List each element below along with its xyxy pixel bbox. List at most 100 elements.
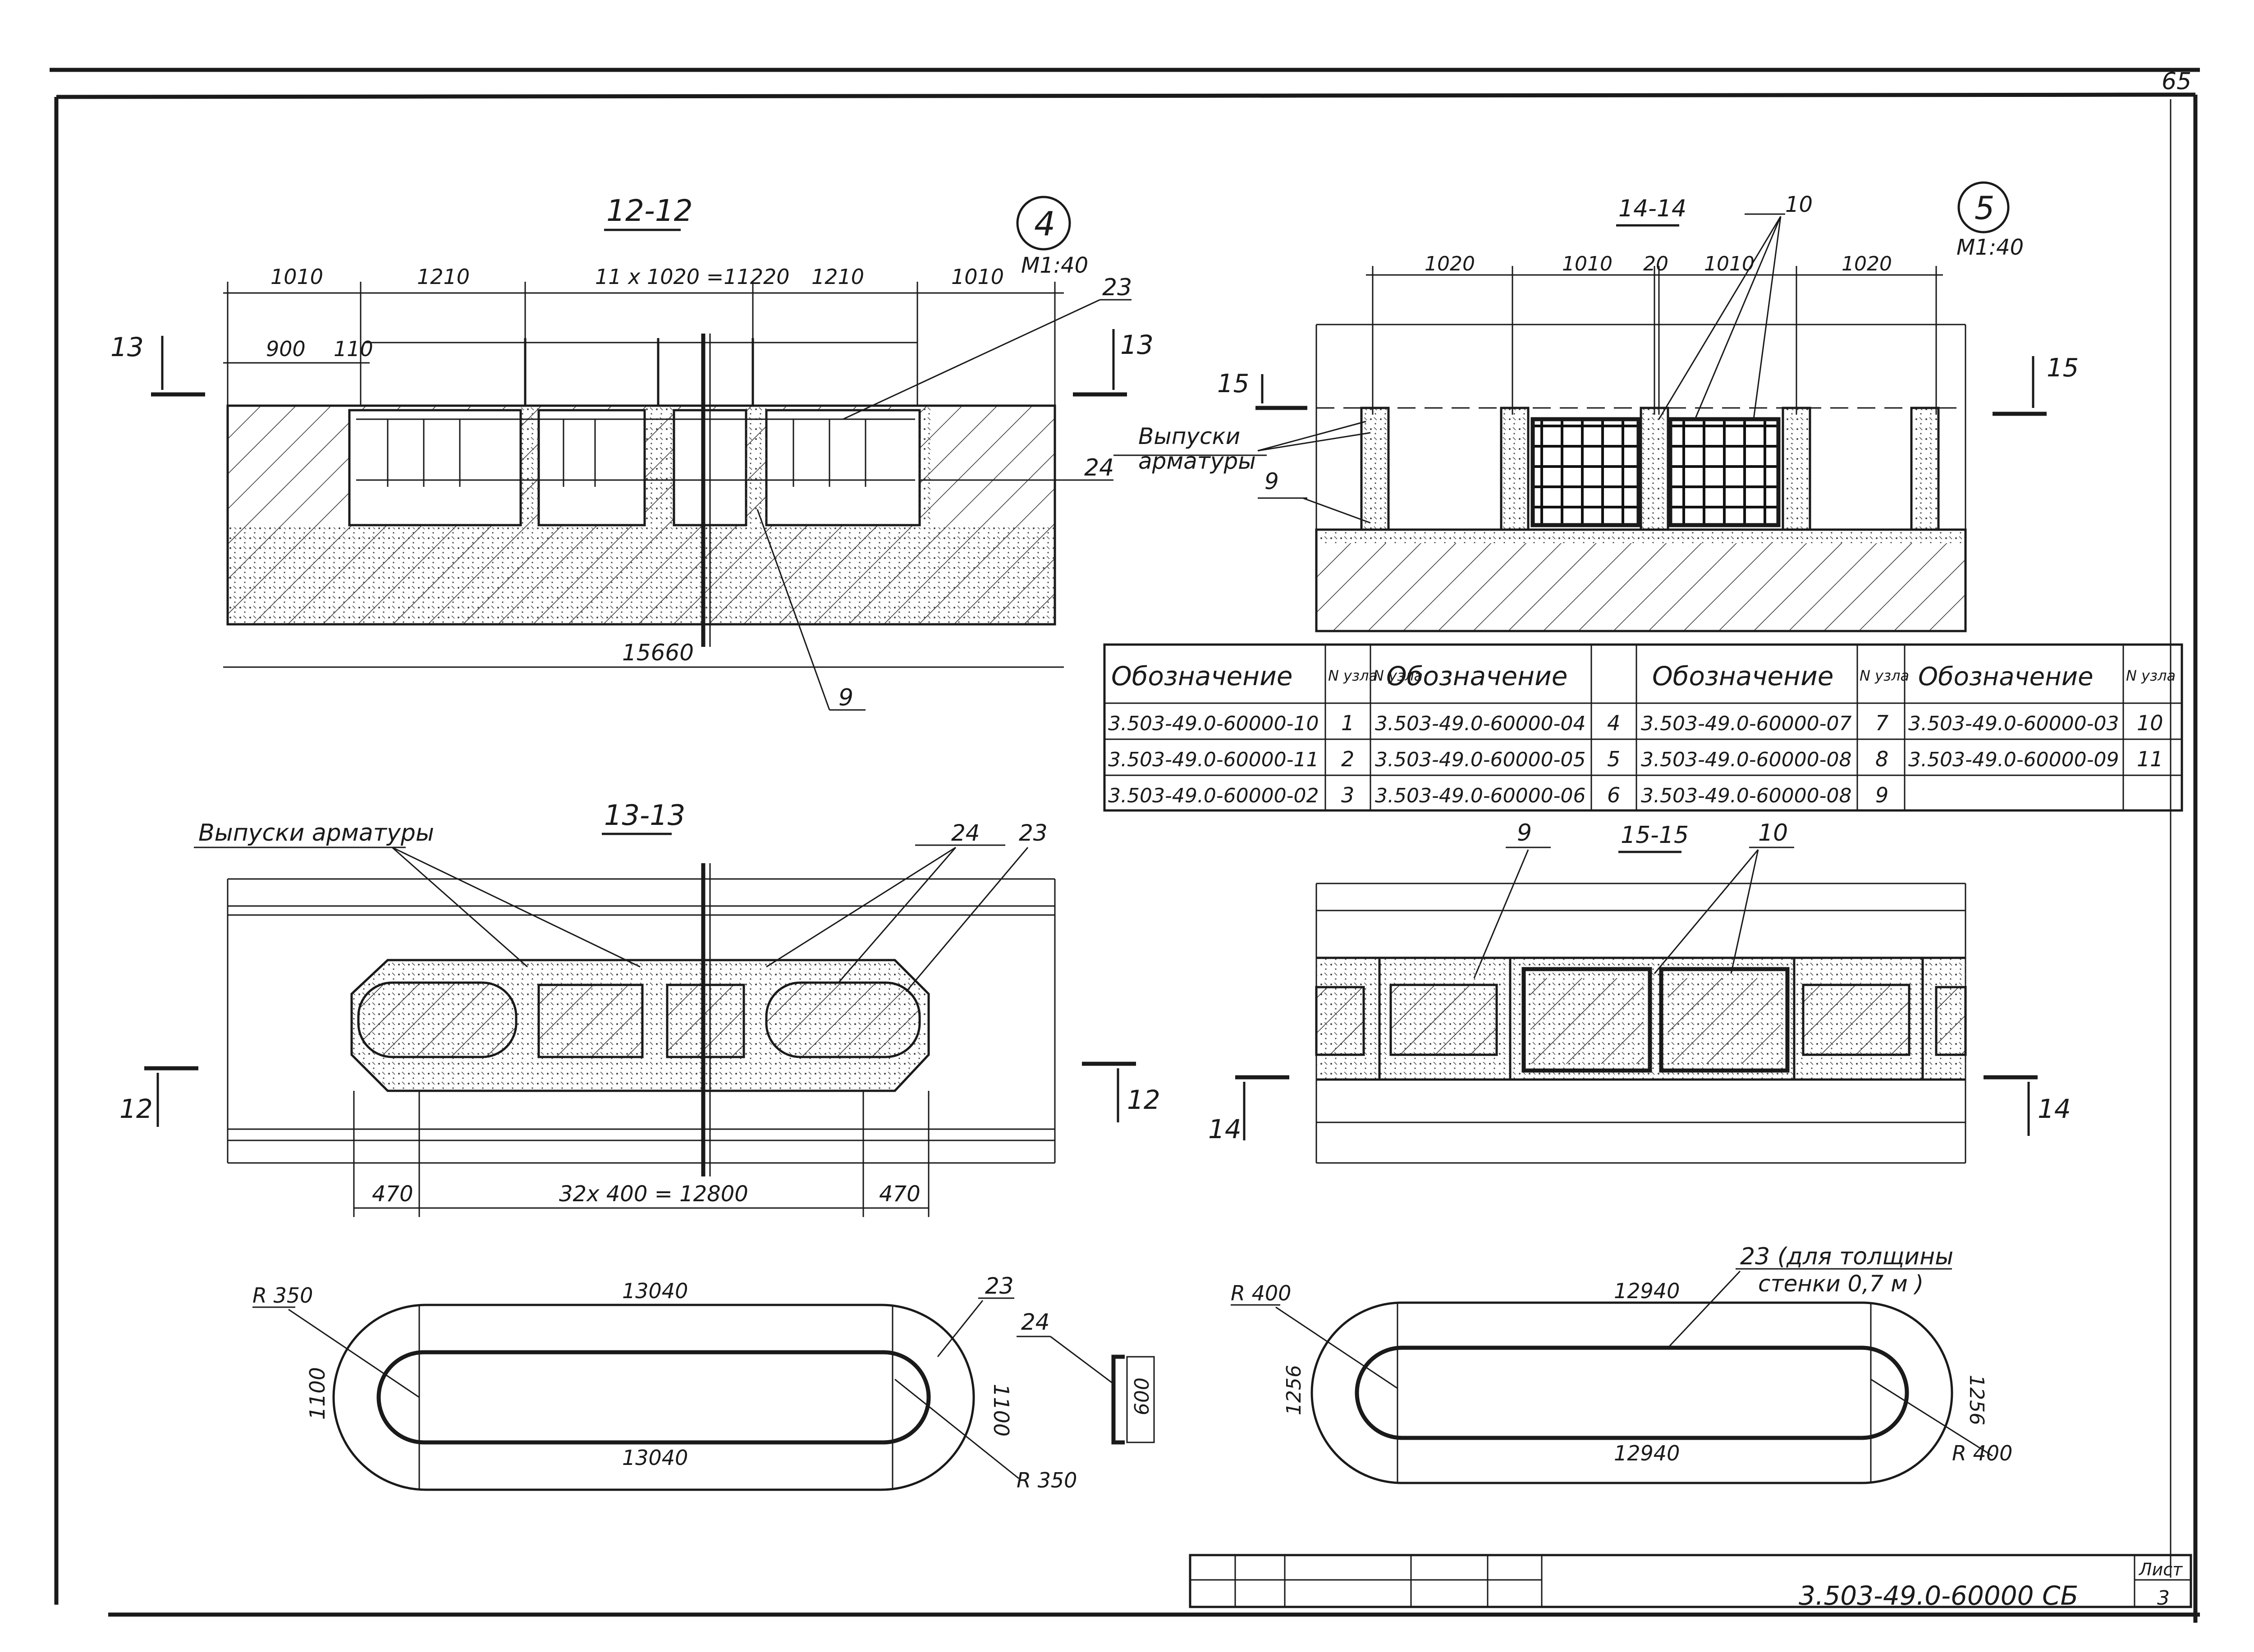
dim-top-5: 1010: [951, 265, 1004, 289]
title-block: 3.503-49.0-60000 СБ Лист 3: [1189, 1554, 2192, 1611]
dim-top-3: 20: [1643, 252, 1668, 275]
section-12-12: 12-12 4 М1:40 1010 1210 11 х 1020 =11220…: [110, 193, 1154, 711]
callout-23: 23: [985, 1273, 1014, 1299]
section-title: 14-14: [1618, 195, 1686, 222]
drawing-code: 3.503-49.0-60000 СБ: [1799, 1580, 2078, 1611]
section-13-13: 13-13 Выпуски арматуры: [119, 799, 1160, 1217]
cell: 3.503-49.0-60000-04: [1375, 712, 1586, 735]
table-row: 3.503-49.0-60000-10 1 3.503-49.0-60000-0…: [1108, 711, 2163, 735]
scale-label: М1:40: [1956, 235, 2024, 260]
cell: 3.503-49.0-60000-07: [1641, 712, 1852, 735]
cell: 7: [1875, 711, 1888, 735]
cell: 11: [2137, 747, 2163, 771]
label-vypuski-line1: Выпуски: [1138, 423, 1240, 449]
node-number: 5: [1975, 190, 1995, 227]
header-designation-4: Обозначение: [1918, 662, 2094, 691]
sheet-label: Лист: [2138, 1560, 2183, 1579]
callout-24: 24: [1084, 454, 1114, 481]
callout-24: 24: [1021, 1309, 1050, 1335]
dim-top-3: 11 х 1020 =11220: [595, 265, 790, 289]
cut-mark-right: 14: [2038, 1094, 2071, 1124]
radius-right: R 350: [1017, 1468, 1077, 1492]
cell: 3.503-49.0-60000-05: [1375, 748, 1586, 771]
callout-10: 10: [1758, 819, 1788, 847]
dim-height: 600: [1131, 1377, 1154, 1415]
section-title: 12-12: [606, 193, 693, 228]
sheet-number: 3: [2157, 1587, 2170, 1610]
cell: 3.503-49.0-60000-02: [1108, 784, 1319, 807]
cell: 4: [1607, 711, 1620, 735]
cell: 9: [1875, 783, 1888, 807]
cell: 3.503-49.0-60000-10: [1108, 712, 1319, 735]
header-node-2: N узла: [1373, 667, 1423, 684]
dim-900: 900: [266, 337, 306, 361]
header-node-4: N узла: [2126, 667, 2176, 684]
header-designation-3: Обозначение: [1652, 661, 1833, 691]
label-vypuski: Выпуски арматуры: [198, 819, 434, 847]
dim-top-2: 1010: [1562, 252, 1613, 275]
table-row: 3.503-49.0-60000-11 2 3.503-49.0-60000-0…: [1108, 747, 2163, 771]
dim-470-left: 470: [372, 1181, 413, 1207]
dim-top-2: 1210: [417, 265, 470, 289]
callout-9: 9: [1517, 819, 1532, 847]
cell: 3.503-49.0-60000-11: [1108, 748, 1319, 771]
title-line2: стенки 0,7 м ): [1758, 1271, 1924, 1297]
node-table: Обозначение N узла Обозначение N узла Об…: [1103, 643, 2183, 812]
cell: 3.503-49.0-60000-08: [1641, 784, 1852, 807]
dim-total: 15660: [622, 640, 694, 666]
title-line1: 23 (для толщины: [1740, 1243, 1953, 1270]
cut-mark-left: 12: [119, 1094, 153, 1124]
cut-mark-left: 13: [110, 332, 144, 362]
cut-mark-right: 15: [2047, 353, 2079, 383]
dim-top-1: 1020: [1425, 252, 1475, 275]
dim-height-right: 1100: [989, 1384, 1013, 1437]
dim-len-bottom: 13040: [622, 1446, 688, 1470]
cell: 3.503-49.0-60000-08: [1641, 748, 1852, 771]
cut-mark-left: 14: [1208, 1114, 1242, 1144]
cell: 8: [1875, 747, 1888, 771]
cell: 2: [1341, 747, 1354, 771]
cell: 3: [1341, 783, 1354, 807]
header-node-1: N узла: [1328, 667, 1378, 684]
header-designation-2: Обозначение: [1386, 661, 1567, 691]
dim-len-top: 13040: [622, 1279, 688, 1303]
radius-left: R 350: [252, 1283, 313, 1308]
section-title: 13-13: [604, 799, 685, 832]
section-title: 15-15: [1621, 822, 1689, 849]
dim-top-4: 1210: [811, 265, 864, 289]
dim-height-left: 1100: [305, 1367, 330, 1420]
callout-9: 9: [1264, 468, 1279, 494]
cell: 3.503-49.0-60000-09: [1908, 748, 2119, 771]
scale-label: М1:40: [1021, 253, 1088, 278]
cut-mark-right: 13: [1120, 329, 1154, 360]
page-number: 65: [2162, 68, 2191, 95]
dim-top-1: 1010: [270, 265, 323, 289]
radius-left: R 400: [1231, 1281, 1291, 1305]
dim-height-left: 1256: [1283, 1365, 1306, 1415]
header-node-3: N узла: [1860, 667, 1909, 684]
header-designation-1: Обозначение: [1111, 661, 1292, 691]
callout-23: 23: [1102, 274, 1132, 301]
dim-top-4: 1010: [1704, 252, 1755, 275]
node-number: 4: [1034, 205, 1055, 243]
cell: 3.503-49.0-60000-03: [1908, 712, 2119, 735]
section-14-14: 14-14 5 М1:40 1020 1010 20 1010 1020: [1113, 181, 2079, 632]
cell: 1: [1341, 711, 1354, 735]
dim-height-right: 1256: [1965, 1375, 1988, 1425]
dim-len-top: 12940: [1614, 1279, 1680, 1303]
dim-len-bottom: 12940: [1614, 1441, 1680, 1465]
section-15-15: 15-15 9 10: [1208, 819, 2071, 1164]
sheet-frame: [50, 68, 2200, 1623]
cell: 6: [1607, 783, 1620, 807]
detail-23: 13040 13040 1100 1100 R 350 R 350 23: [252, 1273, 1077, 1492]
dim-470-right: 470: [879, 1181, 921, 1207]
cell: 10: [2137, 711, 2163, 735]
detail-24: 24 600: [1017, 1309, 1155, 1445]
cut-mark-right: 12: [1127, 1085, 1160, 1115]
detail-23-wall-07: 23 (для толщины стенки 0,7 м ) 12940 129…: [1231, 1243, 2012, 1484]
callout-23: 23: [1019, 820, 1048, 846]
label-vypuski-line2: арматуры: [1138, 448, 1256, 474]
table-row: 3.503-49.0-60000-02 3 3.503-49.0-60000-0…: [1108, 783, 1888, 807]
callout-10: 10: [1785, 192, 1813, 217]
